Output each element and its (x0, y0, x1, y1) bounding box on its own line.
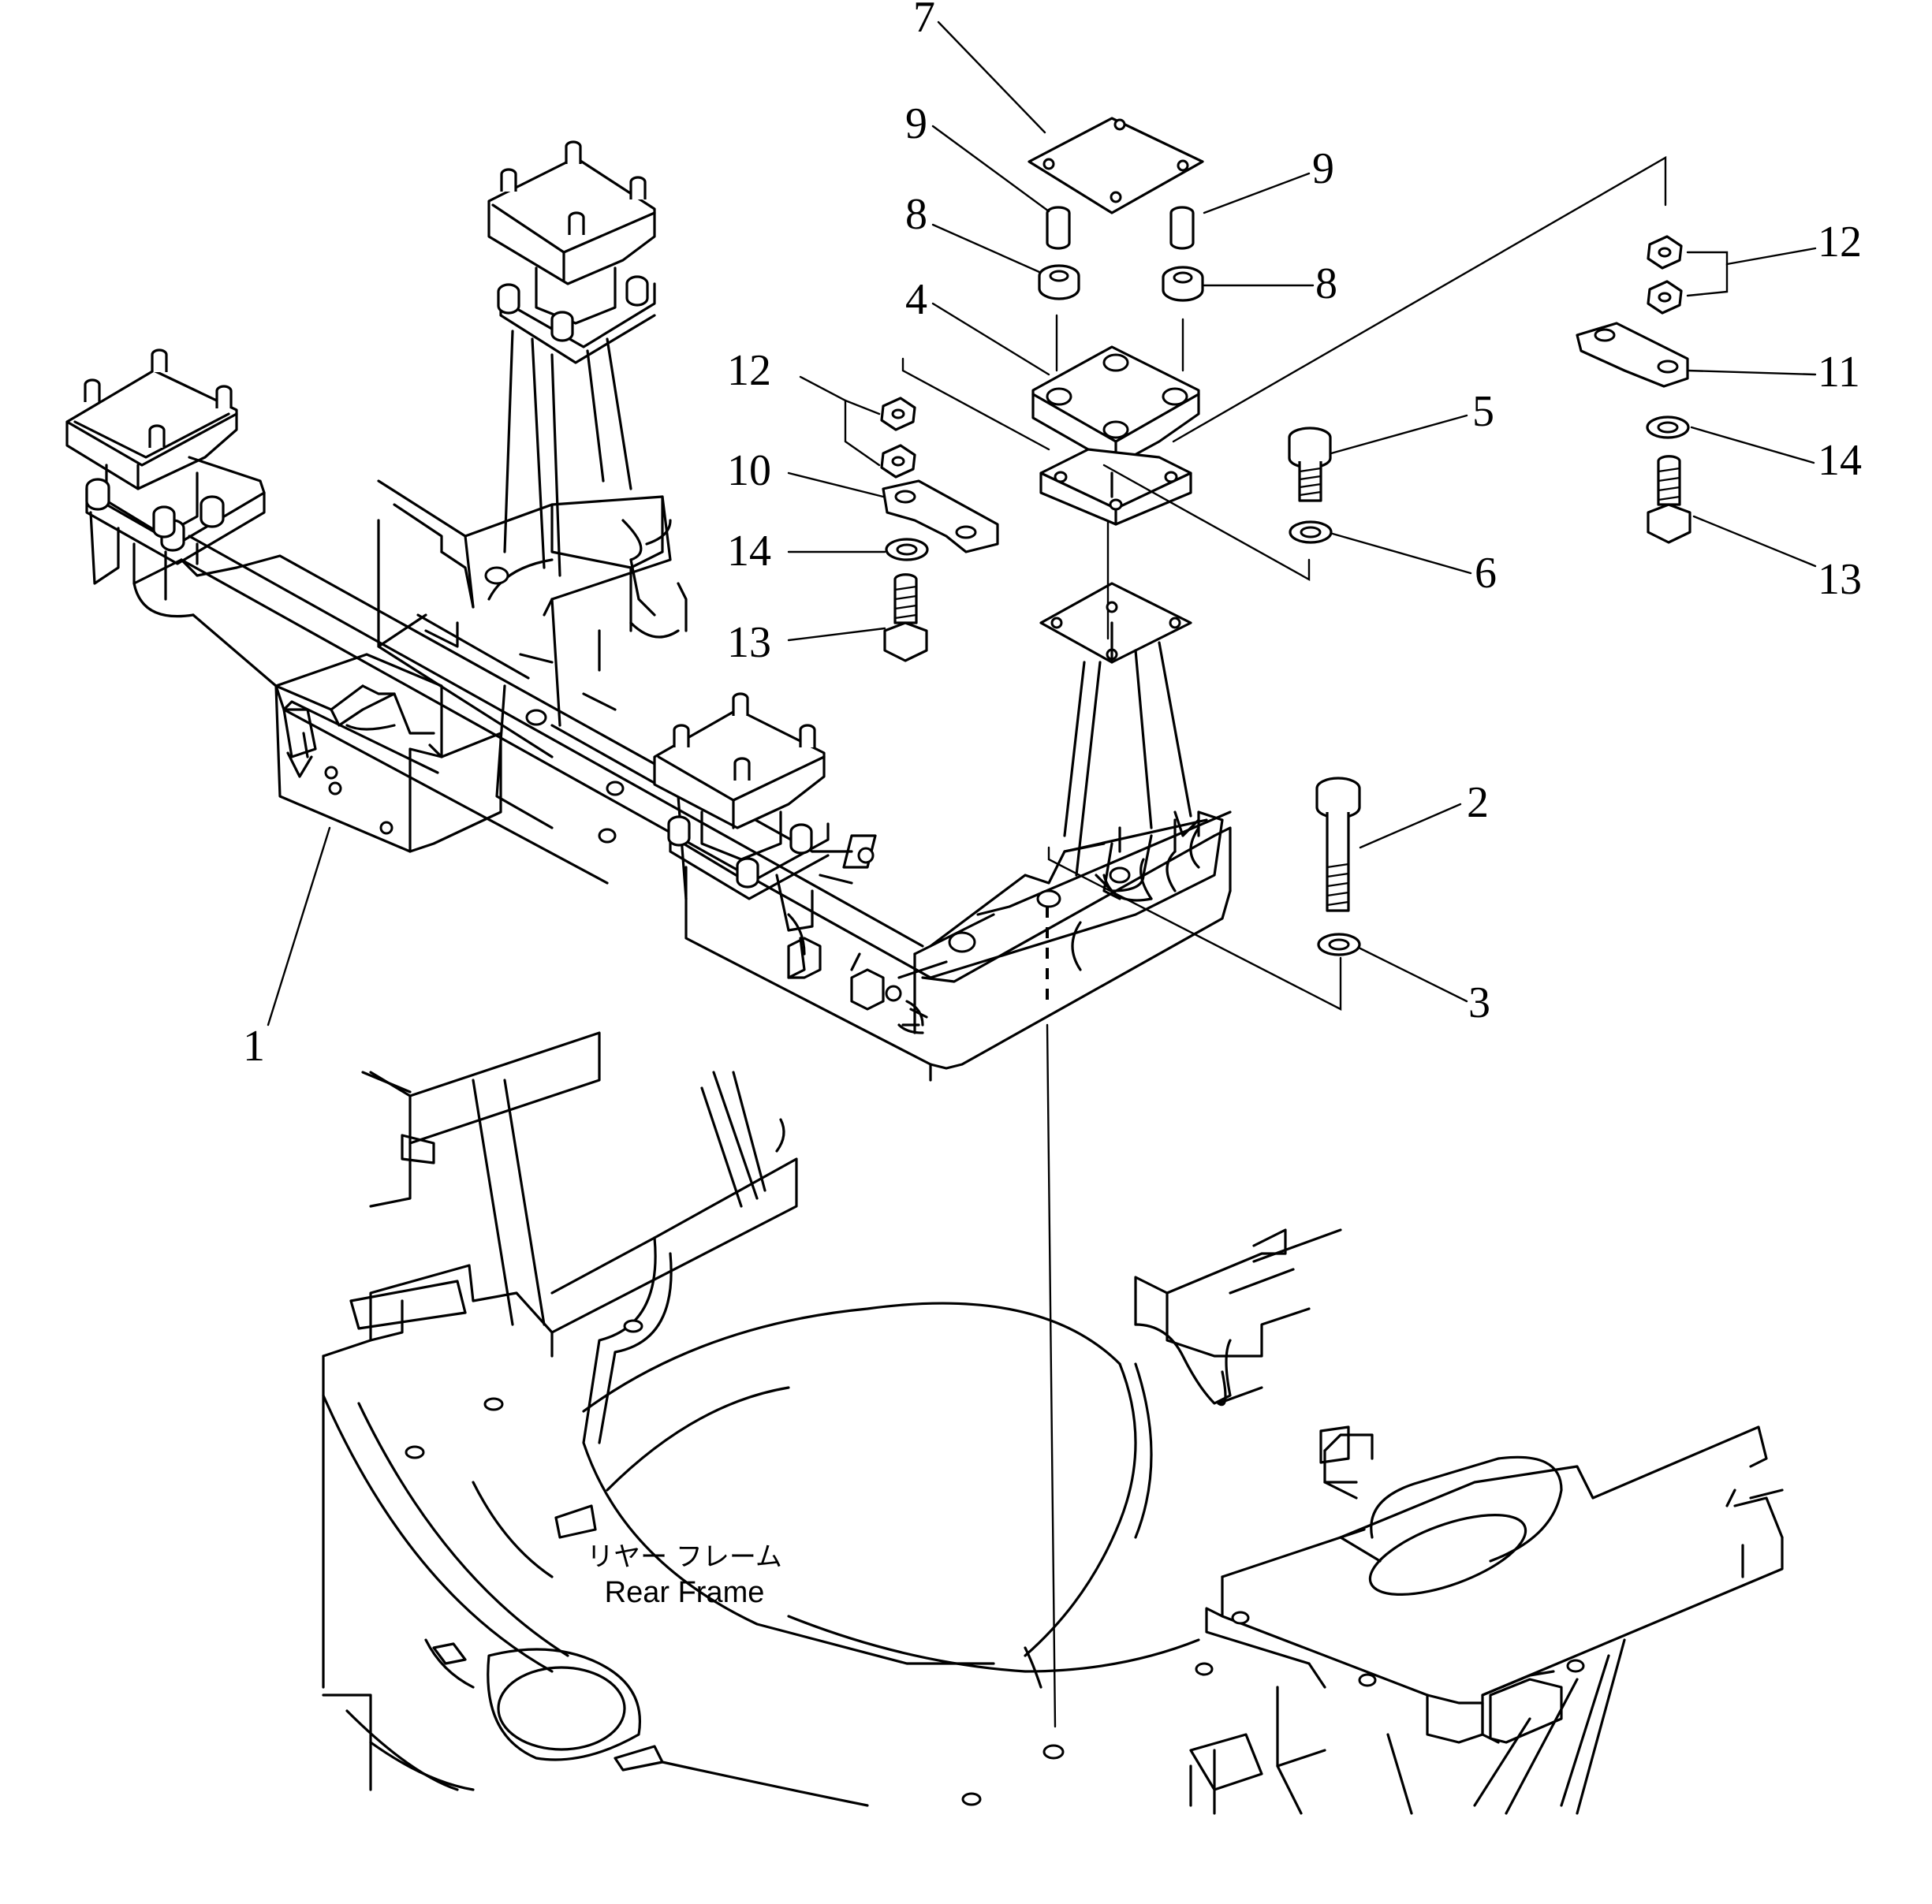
callout-14-right: 14 (1818, 436, 1862, 485)
left-part-12-nuts (880, 397, 916, 479)
right-pedestal (1039, 582, 1192, 877)
right-part-14-washer (1646, 415, 1690, 439)
rear-frame (322, 1031, 1784, 1815)
mount-center-tall (487, 140, 656, 577)
callout-13-left: 13 (727, 618, 771, 667)
callout-6: 6 (1475, 549, 1497, 598)
callout-8-right: 8 (1315, 259, 1337, 308)
callout-9-right: 9 (1312, 144, 1334, 193)
mount-middle (653, 692, 830, 932)
frame-label-jp: リヤー フレーム (587, 1541, 782, 1573)
part-4-mount-block (1031, 345, 1200, 526)
left-part-13-bolt (883, 573, 928, 662)
callout-7: 7 (913, 0, 935, 42)
center-alignment-line (1046, 1023, 1057, 1728)
callout-1: 1 (243, 1022, 265, 1071)
callouts: 7 9 9 8 8 4 12 10 14 13 5 6 2 3 12 11 14… (243, 0, 1862, 1071)
right-part-12-nuts (1647, 235, 1683, 315)
part-5-bolt (1288, 427, 1332, 502)
callout-9-left: 9 (905, 99, 927, 148)
callout-12-right: 12 (1818, 218, 1862, 266)
leader-lines (267, 20, 1817, 1027)
part-3-washer (1317, 933, 1361, 956)
left-part-10-plate (882, 479, 999, 553)
part-2-long-bolt (1315, 777, 1361, 912)
callout-14-left: 14 (727, 527, 771, 576)
assembly-guide-lines (901, 155, 1667, 1011)
callout-11: 11 (1818, 348, 1860, 397)
mount-left (65, 348, 266, 601)
right-part-11-plate (1576, 322, 1689, 388)
part-8-bushings (1038, 264, 1204, 372)
right-part-13-bolt (1647, 455, 1691, 544)
left-part-14-washer (885, 538, 929, 561)
callout-8-left: 8 (905, 190, 927, 239)
callout-10: 10 (727, 446, 771, 495)
part-7-cover-plate (1028, 117, 1204, 214)
callout-4: 4 (905, 275, 927, 324)
callout-5: 5 (1472, 387, 1494, 436)
callout-12-left: 12 (727, 346, 771, 395)
main-bracket-assembly (132, 479, 1232, 1082)
frame-label-en: Rear Frame (605, 1576, 765, 1609)
callout-13-right: 13 (1818, 555, 1862, 604)
part-6-washer (1289, 520, 1333, 544)
callout-2: 2 (1467, 778, 1489, 827)
part-9-pins (1046, 206, 1195, 250)
callout-3: 3 (1468, 978, 1490, 1027)
